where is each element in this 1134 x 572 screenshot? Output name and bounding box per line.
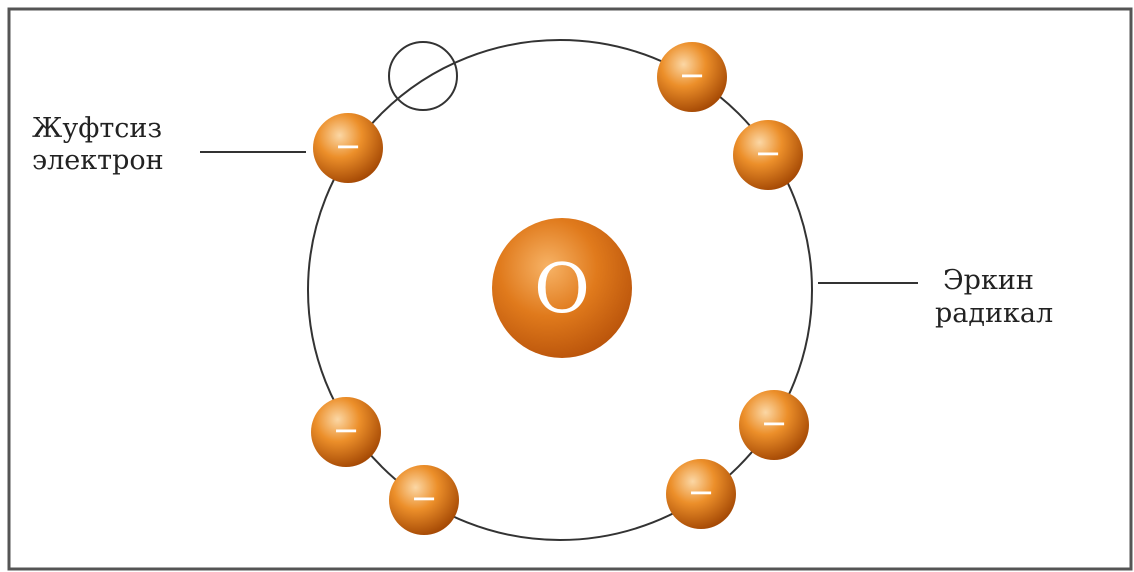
electron-sign: − bbox=[333, 411, 360, 449]
electron: − bbox=[311, 397, 381, 467]
nucleus: O bbox=[492, 218, 632, 358]
electron-sign: − bbox=[411, 479, 438, 517]
electron: − bbox=[733, 120, 803, 190]
free-radical-label-line2: радикал bbox=[935, 298, 1053, 329]
electron-unpaired: − bbox=[313, 113, 383, 183]
electron-sign: − bbox=[679, 56, 706, 94]
unpaired-electron-label-line1: Жуфтсиз bbox=[32, 113, 162, 144]
electron-sign: − bbox=[761, 404, 788, 442]
free-radical-label-line1: Эркин bbox=[943, 265, 1034, 296]
electron: − bbox=[389, 465, 459, 535]
electron-sign: − bbox=[755, 134, 782, 172]
unpaired-electron-label-line2: электрон bbox=[32, 145, 164, 176]
electron: − bbox=[666, 459, 736, 529]
electron: − bbox=[739, 390, 809, 460]
electron: − bbox=[657, 42, 727, 112]
electron-sign: − bbox=[335, 127, 362, 165]
nucleus-symbol: O bbox=[534, 250, 590, 329]
electron-sign: − bbox=[688, 473, 715, 511]
